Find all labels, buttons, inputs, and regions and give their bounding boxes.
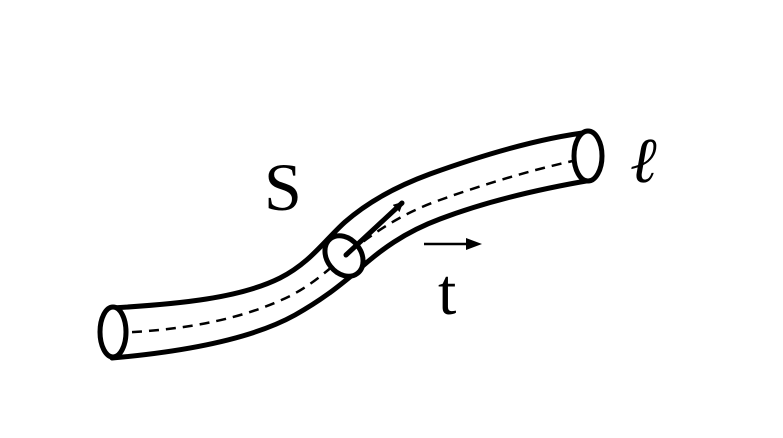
label-curve-l: ℓ [630, 125, 657, 196]
tube-upper-edge [109, 129, 593, 311]
label-tangent-t: t [438, 256, 456, 329]
tangent-arrow [343, 200, 405, 258]
label-surface-s: S [264, 149, 302, 225]
cross-section-left [97, 304, 129, 360]
tangent-vector-head [466, 238, 482, 250]
cross-section-right [571, 128, 605, 184]
